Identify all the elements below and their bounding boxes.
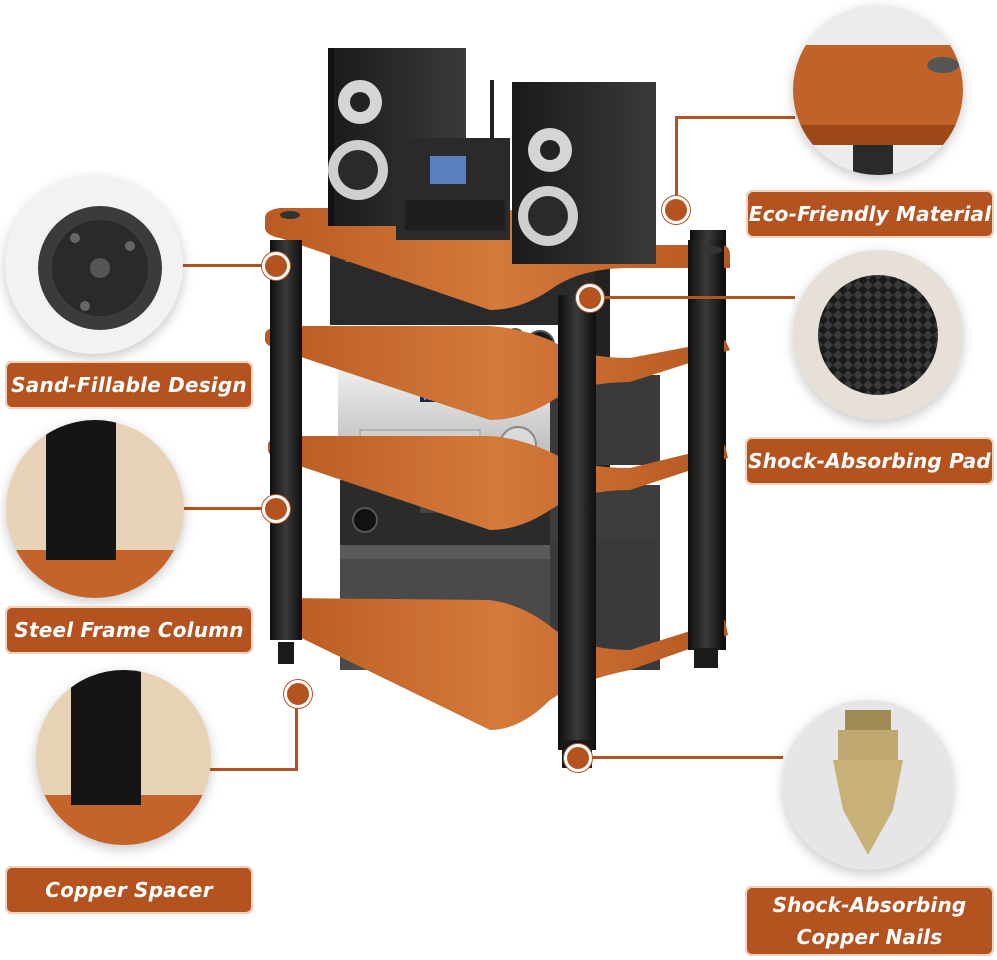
- detail-copper-spacer-image: [36, 670, 211, 845]
- label-eco-friendly-material: Eco-Friendly Material: [746, 190, 994, 238]
- detail-shock-pad-image: [793, 250, 963, 420]
- connector-line: [295, 700, 298, 770]
- hotspot-dot: [284, 680, 312, 708]
- connector-line: [180, 264, 265, 267]
- label-shock-absorbing-pad: Shock-Absorbing Pad: [745, 437, 994, 485]
- detail-wood-corner-image: [793, 5, 963, 175]
- label-sand-fillable-design: Sand-Fillable Design: [5, 361, 253, 409]
- label-copper-nails: Shock-Absorbing Copper Nails: [745, 886, 994, 956]
- connector-line: [590, 296, 795, 299]
- hotspot-dot: [564, 744, 592, 772]
- detail-copper-nails-image: [783, 700, 953, 870]
- hotspot-dot: [662, 196, 690, 224]
- product-rack-image: SONY VALKAAN: [250, 40, 750, 780]
- label-steel-frame-column: Steel Frame Column: [5, 606, 253, 654]
- label-copper-spacer: Copper Spacer: [5, 866, 253, 914]
- hotspot-dot: [262, 252, 290, 280]
- detail-steel-column-image: [6, 420, 184, 598]
- connector-line: [578, 756, 783, 759]
- connector-line: [210, 768, 298, 771]
- detail-column-base-image: [5, 176, 183, 354]
- connector-line: [180, 507, 265, 510]
- connector-line: [675, 116, 795, 119]
- connector-line: [675, 116, 678, 208]
- hotspot-dot: [262, 495, 290, 523]
- hotspot-dot: [576, 284, 604, 312]
